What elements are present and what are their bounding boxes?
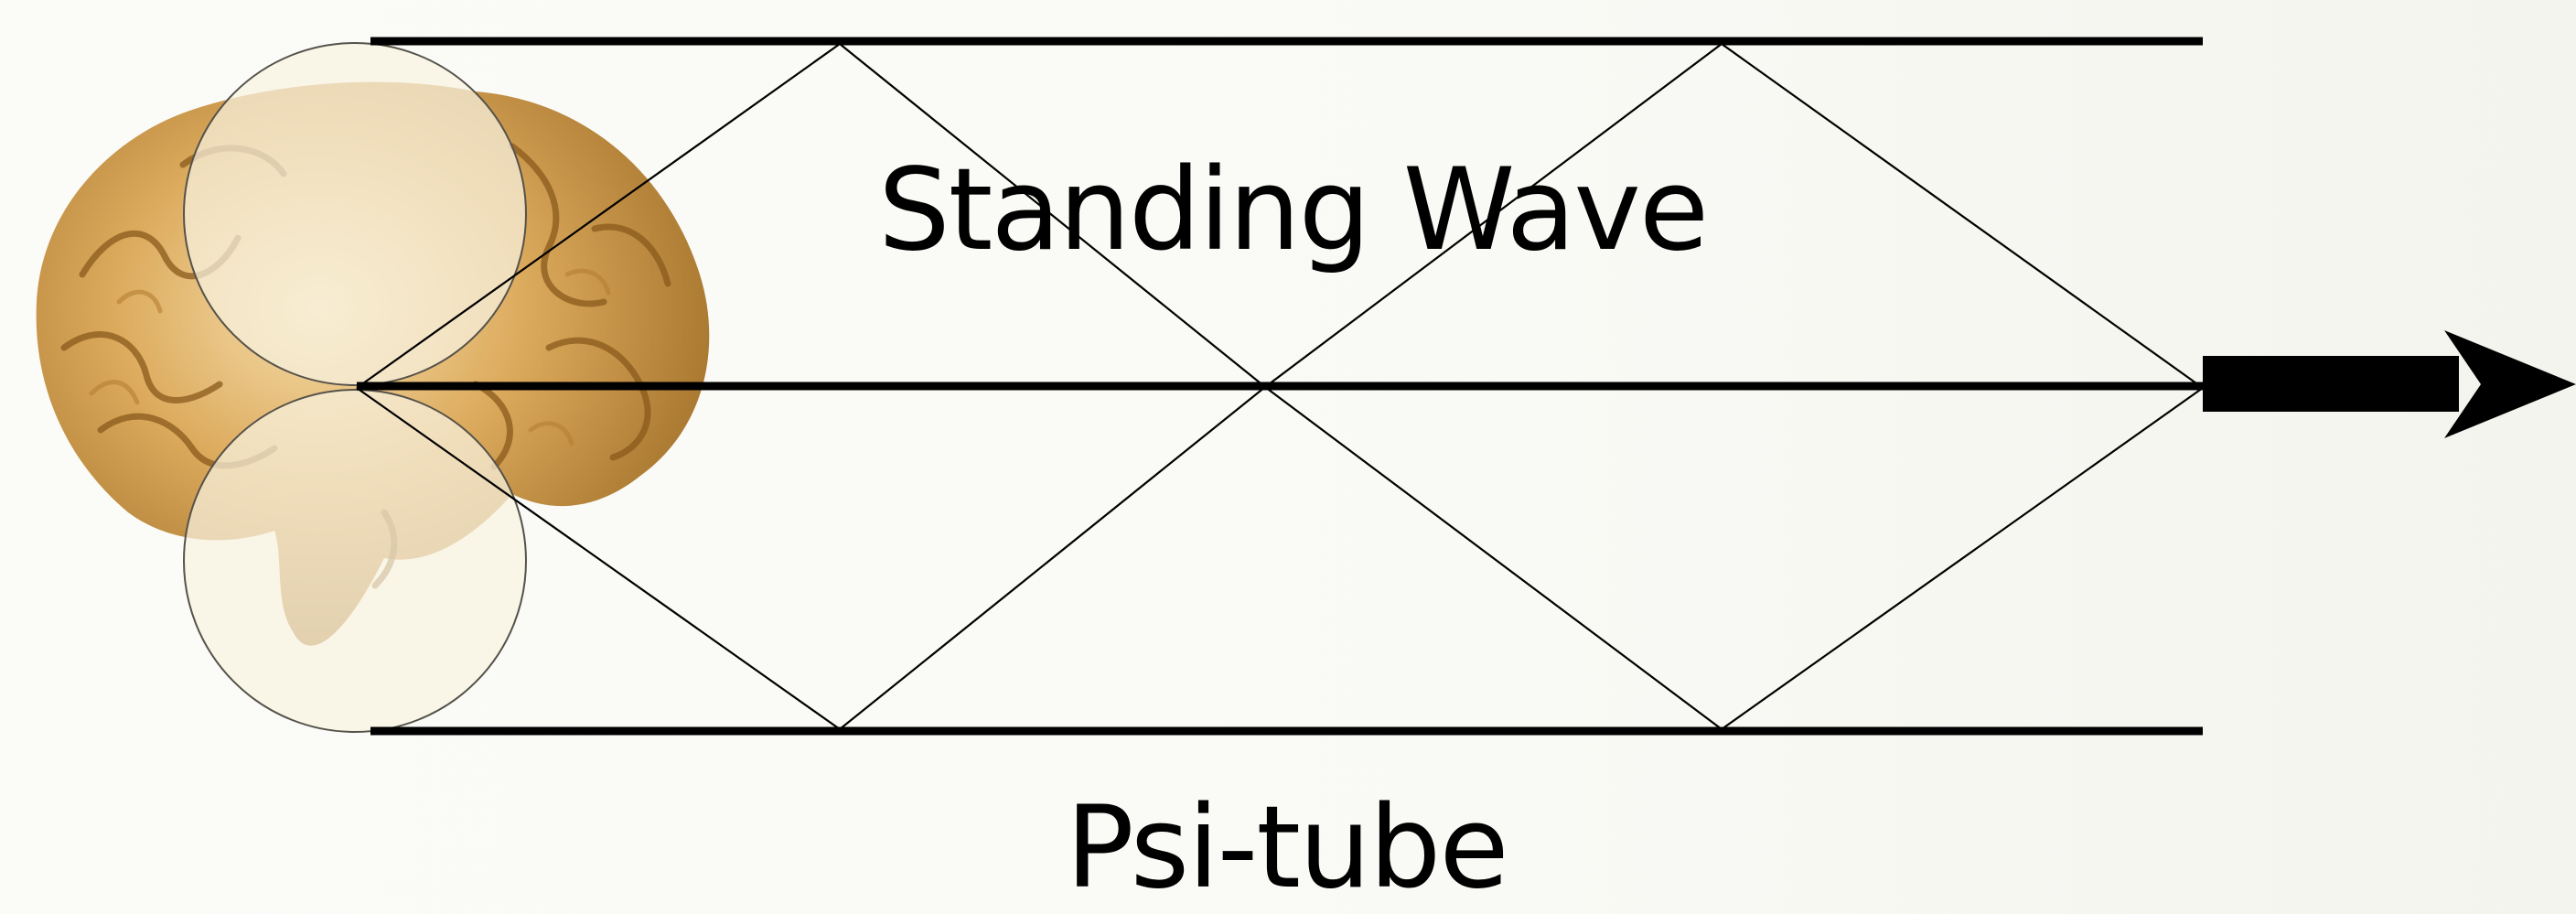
psi-tube-caption: Psi-tube [1066, 782, 1509, 914]
wave-line-lower [356, 385, 2204, 731]
arrow-right-icon [2203, 330, 2576, 438]
upper-circle [183, 42, 527, 386]
diagram-title: Standing Wave [878, 145, 1709, 276]
lower-circle [183, 389, 527, 733]
